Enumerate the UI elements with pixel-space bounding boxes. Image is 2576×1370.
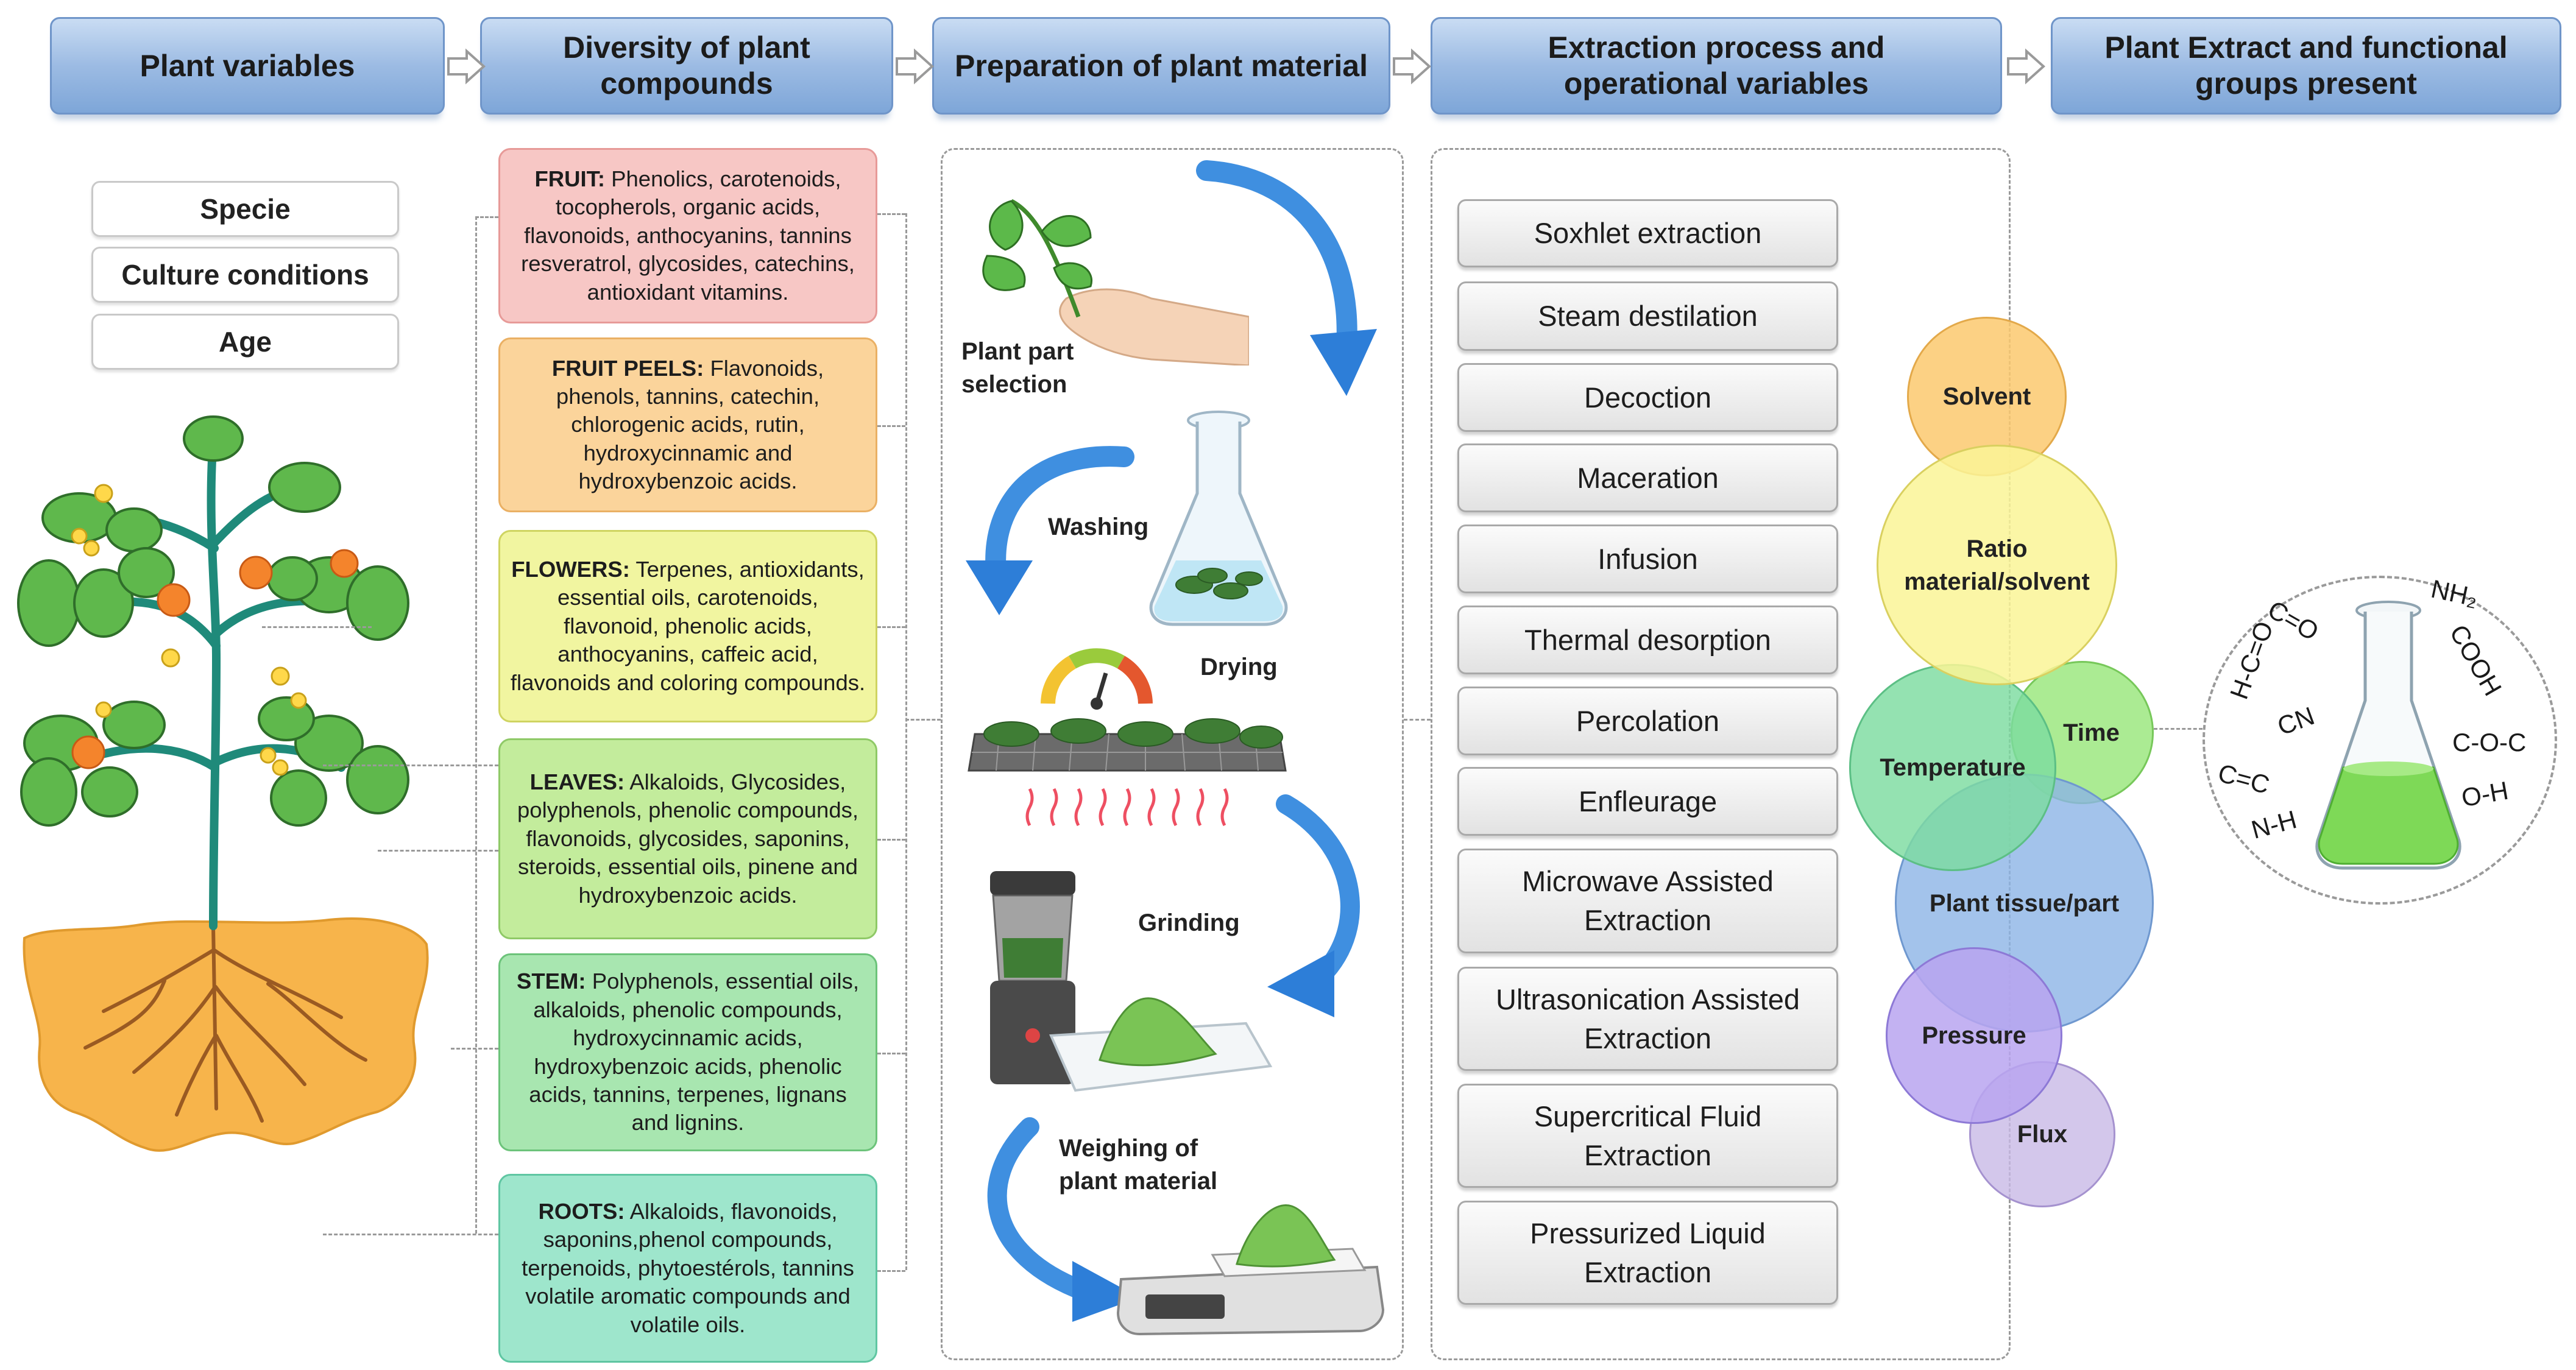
compound-box-fruit-peels: FRUIT PEELS: Flavonoids, phenols, tannin…	[498, 337, 877, 512]
method-microwave: Microwave Assisted Extraction	[1457, 849, 1838, 953]
compound-text: Alkaloids, flavonoids, saponins,phenol c…	[522, 1199, 854, 1337]
variable-circle-ratio: Ratio material/solvent	[1877, 445, 2117, 685]
method-decoction: Decoction	[1457, 363, 1838, 432]
compound-label: ROOTS:	[538, 1199, 625, 1224]
header-plant-variables-label: Plant variables	[140, 48, 355, 83]
method-steam-destilation: Steam destilation	[1457, 281, 1838, 351]
compound-text: Flavonoids, phenols, tannins, catechin, …	[556, 355, 824, 494]
connector	[378, 850, 498, 852]
header-compounds: Diversity of plant compounds	[480, 17, 893, 115]
compound-label: LEAVES:	[529, 769, 625, 795]
step-label-selection: Plant part selection	[961, 338, 1074, 398]
compound-box-fruit: FRUIT: Phenolics, carotenoids, tocophero…	[498, 148, 877, 323]
tomato-plant-illustration	[17, 415, 429, 1152]
variable-circle-pressure: Pressure	[1886, 947, 2062, 1124]
connector	[877, 626, 905, 628]
connector	[262, 626, 372, 628]
header-extract-label: Plant Extract and functional groups pres…	[2104, 30, 2508, 101]
connector	[877, 213, 905, 215]
method-ultrasonication: Ultrasonication Assisted Extraction	[1457, 967, 1838, 1071]
curved-arrow-icon	[987, 1117, 1139, 1322]
flow-arrow-icon	[1393, 48, 1432, 85]
header-preparation: Preparation of plant material	[932, 17, 1390, 115]
compound-label: FRUIT PEELS:	[551, 355, 704, 381]
connector	[475, 216, 498, 218]
method-maceration: Maceration	[1457, 443, 1838, 512]
connector	[2154, 728, 2203, 730]
curved-arrow-icon	[966, 446, 1134, 615]
header-extract: Plant Extract and functional groups pres…	[2051, 17, 2561, 115]
variable-culture-conditions: Culture conditions	[91, 247, 399, 303]
method-enfleurage: Enfleurage	[1457, 767, 1838, 836]
compound-box-leaves: LEAVES: Alkaloids, Glycosides, polypheno…	[498, 738, 877, 939]
connector	[905, 719, 941, 721]
extract-flask-icon	[2315, 601, 2461, 870]
header-plant-variables: Plant variables	[50, 17, 445, 115]
scale-icon	[1116, 1204, 1385, 1336]
compound-box-roots: ROOTS: Alkaloids, flavonoids, saponins,p…	[498, 1174, 877, 1363]
compound-text: Polyphenols, essential oils, alkaloids, …	[529, 969, 859, 1135]
compound-text: Terpenes, antioxidants, essential oils, …	[510, 557, 866, 695]
method-percolation: Percolation	[1457, 687, 1838, 755]
hand-leaves-icon	[982, 199, 1249, 365]
flask-washing-icon	[1149, 411, 1288, 626]
compound-text: Phenolics, carotenoids, tocopherols, org…	[521, 166, 855, 305]
compound-text: Alkaloids, Glycosides, polyphenols, phen…	[517, 769, 859, 908]
curved-arrow-icon	[1196, 160, 1377, 396]
functional-group-c-o-c: C‑O‑C	[2452, 728, 2527, 757]
connector	[905, 213, 907, 1270]
connector	[877, 1053, 905, 1054]
connector	[475, 216, 477, 1234]
gauge-icon	[1041, 648, 1153, 710]
step-label-grinding: Grinding	[1138, 909, 1240, 936]
connector	[451, 1048, 498, 1050]
powder-plate-icon	[1049, 997, 1273, 1092]
variable-circle-temperature: Temperature	[1849, 664, 2056, 871]
flow-arrow-icon	[2007, 48, 2046, 85]
compound-box-flowers: FLOWERS: Terpenes, antioxidants, essenti…	[498, 530, 877, 722]
method-pressurized: Pressurized Liquid Extraction	[1457, 1201, 1838, 1305]
header-extraction-label: Extraction process and operational varia…	[1548, 30, 1885, 101]
curved-arrow-icon	[1267, 794, 1360, 1017]
connector	[323, 764, 498, 766]
method-thermal-desorption: Thermal desorption	[1457, 606, 1838, 674]
connector	[877, 425, 905, 427]
method-infusion: Infusion	[1457, 524, 1838, 593]
connector	[877, 839, 905, 841]
header-compounds-label: Diversity of plant compounds	[563, 30, 810, 101]
step-label-drying: Drying	[1200, 654, 1278, 680]
compound-box-stem: STEM: Polyphenols, essential oils, alkal…	[498, 953, 877, 1151]
flow-arrow-icon	[447, 48, 486, 85]
flow-arrow-icon	[896, 48, 935, 85]
method-supercritical: Supercritical Fluid Extraction	[1457, 1084, 1838, 1188]
variable-age: Age	[91, 314, 399, 370]
compound-label: FRUIT:	[534, 166, 605, 192]
step-label-weighing: Weighing of plant material	[1059, 1135, 1218, 1195]
header-preparation-label: Preparation of plant material	[955, 48, 1368, 83]
method-soxhlet: Soxhlet extraction	[1457, 199, 1838, 267]
variable-specie: Specie	[91, 181, 399, 237]
connector	[323, 1234, 498, 1235]
drying-rack-icon	[968, 718, 1287, 827]
preparation-panel	[941, 148, 1404, 1360]
compound-label: FLOWERS:	[511, 557, 630, 582]
step-label-washing: Washing	[1048, 514, 1149, 540]
grinder-icon	[990, 871, 1075, 1084]
connector	[1404, 719, 1431, 721]
compound-label: STEM:	[517, 969, 586, 994]
header-extraction: Extraction process and operational varia…	[1431, 17, 2002, 115]
connector	[877, 1270, 905, 1272]
